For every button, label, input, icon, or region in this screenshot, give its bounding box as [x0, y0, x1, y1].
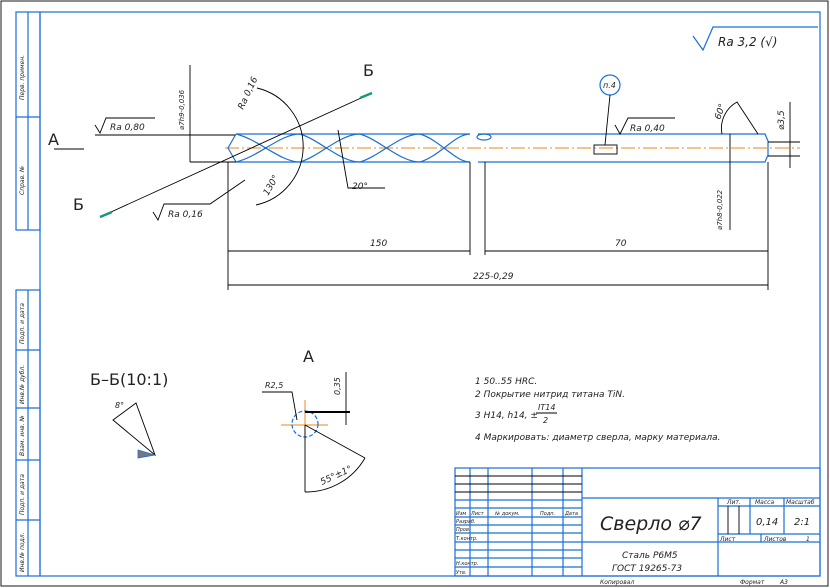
view-title: A	[303, 347, 314, 366]
angle-label: 60°	[713, 103, 728, 121]
scale-label: Масштаб	[786, 499, 815, 506]
roughness-label: Ra 0,16	[237, 75, 261, 111]
mass-label: Масса	[755, 499, 774, 506]
roughness-label: Ra 0,40	[630, 124, 665, 134]
section-label: Б	[73, 195, 84, 214]
dimension-label: 150	[370, 239, 387, 249]
role-label: Разраб.	[456, 519, 476, 525]
lit-label: Лит.	[726, 499, 741, 506]
angle-label: 55°±1°	[319, 464, 354, 487]
note-line: 4 Маркировать: диаметр сверла, марку мат…	[475, 433, 721, 443]
dimension-label: 0,35	[333, 377, 342, 395]
note-line: 3 H14, h14, ±	[475, 411, 538, 421]
drill-body	[225, 133, 800, 163]
header-label: № докум.	[494, 511, 520, 517]
header-label: Дата	[564, 511, 578, 517]
general-roughness: Ra 3,2 (√)	[692, 26, 818, 52]
roughness-text: Ra 3,2 (√)	[718, 35, 777, 49]
stamp-label: Справ. №	[19, 166, 26, 195]
angle-label: 20°	[352, 182, 368, 192]
dimension-label: 225-0,29	[473, 272, 514, 282]
role-label: Н.контр.	[456, 561, 478, 567]
mass-value: 0,14	[756, 517, 778, 528]
material: Сталь Р6М5	[622, 551, 678, 561]
note-line: 2 Покрытие нитрид титана TiN.	[475, 390, 625, 400]
stamp-label: Подп. и дата	[19, 303, 26, 344]
roughness-label: Ra 0,16	[168, 210, 203, 220]
stamp-label: Инв.№ подл.	[19, 532, 26, 572]
sheets-label: Листов	[763, 536, 787, 543]
format-value: A3	[779, 579, 788, 586]
dimension-label: R2,5	[265, 381, 283, 390]
part-name: Сверло ⌀7	[600, 513, 702, 535]
header-label: Лист	[470, 511, 485, 517]
side-stamp-bottom: Подп. и дата Инв.№ дубл. Взам. инв. № По…	[15, 289, 41, 577]
format-label: Формат	[740, 579, 765, 586]
dimension-label: ⌀3,5	[777, 110, 787, 130]
section-title: Б–Б(10:1)	[90, 370, 168, 389]
stamp-label: Взам. инв. №	[19, 415, 26, 456]
title-block: Изм Лист № докум. Подп. Дата Разраб. Про…	[454, 467, 821, 577]
stamp-label: Инв.№ дубл.	[19, 365, 26, 404]
header-label: Подп.	[540, 511, 555, 517]
dimension-label: ⌀7h9-0,036	[178, 89, 186, 130]
angle-label: 130°	[262, 174, 282, 198]
role-label: Пров.	[456, 527, 471, 533]
dimension-label: ⌀7h8-0,022	[716, 189, 724, 230]
sheets-value: 1	[806, 536, 810, 543]
sheet-label: Лист	[719, 536, 736, 543]
dimension-label: 70	[615, 239, 627, 249]
note-line: 1 50..55 HRC.	[475, 377, 537, 387]
header-label: Изм	[456, 511, 466, 517]
role-label: Т.контр.	[456, 536, 478, 542]
roughness-label: Ra 0,80	[110, 123, 145, 133]
stamp-label: Подп. и дата	[19, 474, 26, 515]
scale-value: 2:1	[794, 517, 810, 528]
technical-notes: 1 50..55 HRC. 2 Покрытие нитрид титана T…	[475, 377, 721, 443]
drawing-frame	[39, 11, 821, 577]
marking-area	[593, 144, 618, 155]
view-label: A	[48, 130, 59, 149]
stamp-label: Перв. примен.	[19, 55, 26, 100]
note-fraction-den: 2	[543, 416, 548, 425]
material-standard: ГОСТ 19265-73	[612, 564, 682, 574]
note-ref-label: п.4	[603, 81, 616, 90]
note-fraction-num: IT14	[538, 403, 555, 412]
copied-label: Копировал	[600, 579, 634, 586]
angle-label: 8°	[115, 401, 124, 410]
role-label: Утв.	[456, 570, 467, 576]
side-stamp-top: Перв. примен. Справ. №	[15, 11, 41, 231]
section-label: Б	[363, 61, 374, 80]
